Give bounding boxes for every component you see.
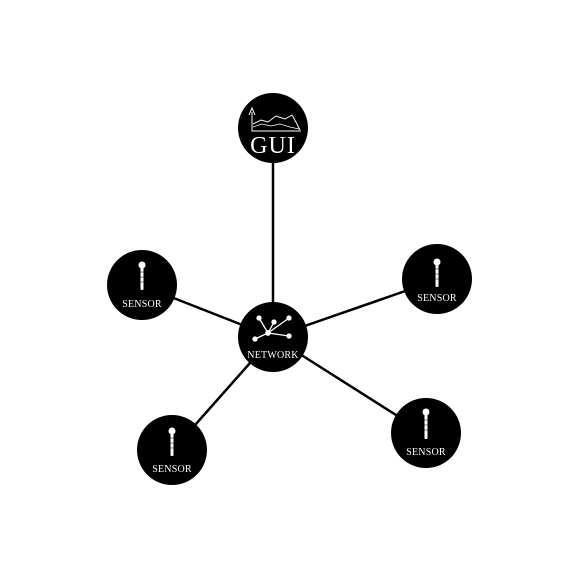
- gui-node-circle: [238, 93, 308, 163]
- sensor-bottom-right-label: SENSOR: [406, 447, 446, 458]
- network-node-circle: [238, 302, 308, 372]
- sensor-node-bottom-left[interactable]: SENSOR: [137, 415, 207, 485]
- network-label: NETWORK: [247, 350, 299, 361]
- sensor-left-label: SENSOR: [122, 299, 162, 310]
- edges: [142, 128, 438, 452]
- thermometer-probe-icon: [422, 408, 430, 439]
- line-chart-icon: [248, 106, 301, 132]
- sensor-bottom-left-label: SENSOR: [152, 464, 192, 475]
- thermometer-probe-icon: [168, 427, 176, 456]
- network-hub-icon: [252, 315, 292, 342]
- gui-node[interactable]: GUI: [238, 93, 308, 163]
- thermometer-probe-icon: [433, 258, 441, 287]
- sensor-node-right[interactable]: SENSOR: [402, 244, 472, 314]
- thermometer-probe-icon: [138, 261, 146, 290]
- sensor-right-label: SENSOR: [417, 293, 457, 304]
- sensor-node-bottom-right[interactable]: SENSOR: [391, 398, 461, 468]
- sensor-node-left[interactable]: SENSOR: [107, 250, 177, 320]
- gui-label: GUI: [250, 133, 296, 159]
- network-node[interactable]: NETWORK: [238, 302, 308, 372]
